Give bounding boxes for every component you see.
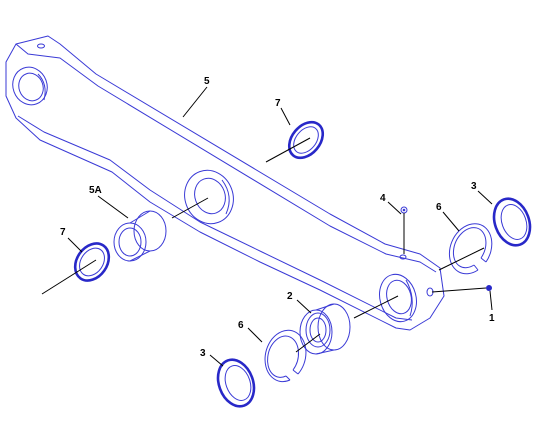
grease-fitting-part-4 <box>400 206 408 214</box>
callout-4: 4 <box>380 193 386 204</box>
plug-part-1 <box>486 285 492 291</box>
callout-3-bottom: 3 <box>200 348 206 359</box>
ring-part-3-right <box>492 197 532 247</box>
callout-5: 5 <box>204 76 210 87</box>
ring-part-3-bottom <box>216 358 256 408</box>
bearing-part-2 <box>299 303 351 355</box>
callout-labels: 5 7 5A 7 4 6 3 1 2 6 3 <box>60 76 495 359</box>
callout-7-left: 7 <box>60 227 66 238</box>
callout-1: 1 <box>489 313 495 324</box>
callout-2: 2 <box>287 291 293 302</box>
callout-6-right: 6 <box>436 202 442 213</box>
callout-3-right: 3 <box>471 181 477 192</box>
leader-lines <box>41 86 493 367</box>
snap-ring-part-6-bottom <box>264 329 307 383</box>
callout-6-bottom: 6 <box>238 320 244 331</box>
snap-ring-part-6-right <box>448 223 493 275</box>
callout-7-top: 7 <box>275 98 281 109</box>
arm-link-part-5 <box>5 35 445 331</box>
ring-part-7-top <box>287 120 325 160</box>
callout-5a: 5A <box>89 185 102 196</box>
bushing-part-5a <box>113 210 167 262</box>
ring-part-7-left <box>73 242 111 282</box>
